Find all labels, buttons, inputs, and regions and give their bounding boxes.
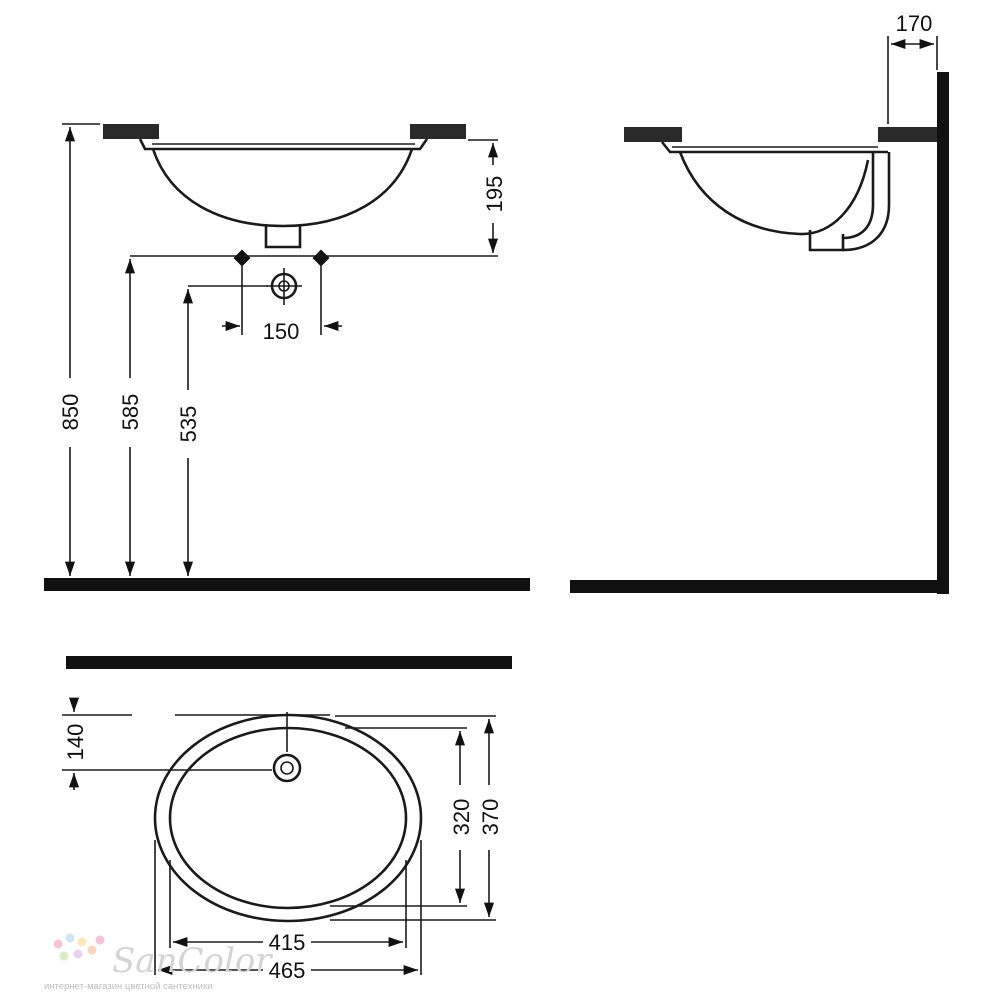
counter-slab-right (410, 124, 466, 139)
watermark-dot (95, 935, 105, 945)
watermark: SanColor интернет-магазин цветной сантех… (44, 933, 273, 992)
wall-line (937, 72, 949, 594)
dimension-415-label: 415 (269, 930, 306, 955)
dimension-140: 140 (63, 697, 88, 790)
dimension-170-label: 170 (896, 11, 933, 36)
floor-line (44, 578, 530, 591)
basin-outlet (264, 224, 302, 249)
watermark-dot (65, 933, 75, 943)
counter-slab-front (624, 127, 682, 142)
basin-bowl-side (678, 151, 870, 236)
dimension-150-label: 150 (263, 319, 300, 344)
dimension-370-label: 370 (478, 799, 503, 836)
watermark-dot (53, 939, 63, 949)
dimension-195-label: 195 (482, 176, 507, 213)
watermark-logo-icon (53, 933, 105, 961)
dimension-415: 415 (173, 930, 403, 955)
dimension-535-label: 535 (176, 406, 201, 443)
dimension-320: 320 (449, 731, 474, 903)
basin-bowl (151, 148, 414, 228)
dimension-195: 195 (482, 143, 507, 253)
front-view: 850 585 535 195 150 (44, 123, 530, 591)
watermark-dot (59, 951, 69, 961)
watermark-dot (77, 937, 87, 947)
watermark-brand: SanColor (112, 941, 273, 981)
side-view: 170 (570, 11, 949, 594)
basin-inner-outline (168, 726, 408, 910)
watermark-dot (73, 949, 83, 959)
dimension-140-label: 140 (63, 724, 88, 761)
dimension-585-label: 585 (118, 394, 143, 431)
floor-line-side (570, 580, 949, 593)
watermark-dot (87, 945, 97, 955)
mounting-point-right (312, 249, 330, 267)
mounting-point-left (233, 249, 251, 267)
top-view: 140 320 370 415 465 (62, 656, 512, 983)
dimension-370: 370 (478, 719, 503, 917)
counter-slab-left (103, 124, 159, 139)
dimension-585: 585 (118, 259, 143, 576)
dimension-150: 150 (222, 319, 342, 344)
dimension-850: 850 (58, 127, 83, 576)
dimension-465: 465 (158, 958, 418, 983)
wall-line-top (66, 656, 512, 669)
dimension-465-label: 465 (269, 958, 306, 983)
dimension-170: 170 (891, 11, 934, 50)
dimension-320-label: 320 (449, 799, 474, 836)
basin-outer-outline (153, 713, 423, 923)
dimension-535: 535 (176, 289, 201, 576)
dimension-850-label: 850 (58, 394, 83, 431)
waste-pipe (842, 152, 891, 252)
counter-slab-back (878, 127, 937, 142)
drain-top (272, 753, 302, 783)
basin-rim (138, 138, 429, 151)
watermark-tagline: интернет-магазин цветной сантехники (44, 981, 212, 992)
